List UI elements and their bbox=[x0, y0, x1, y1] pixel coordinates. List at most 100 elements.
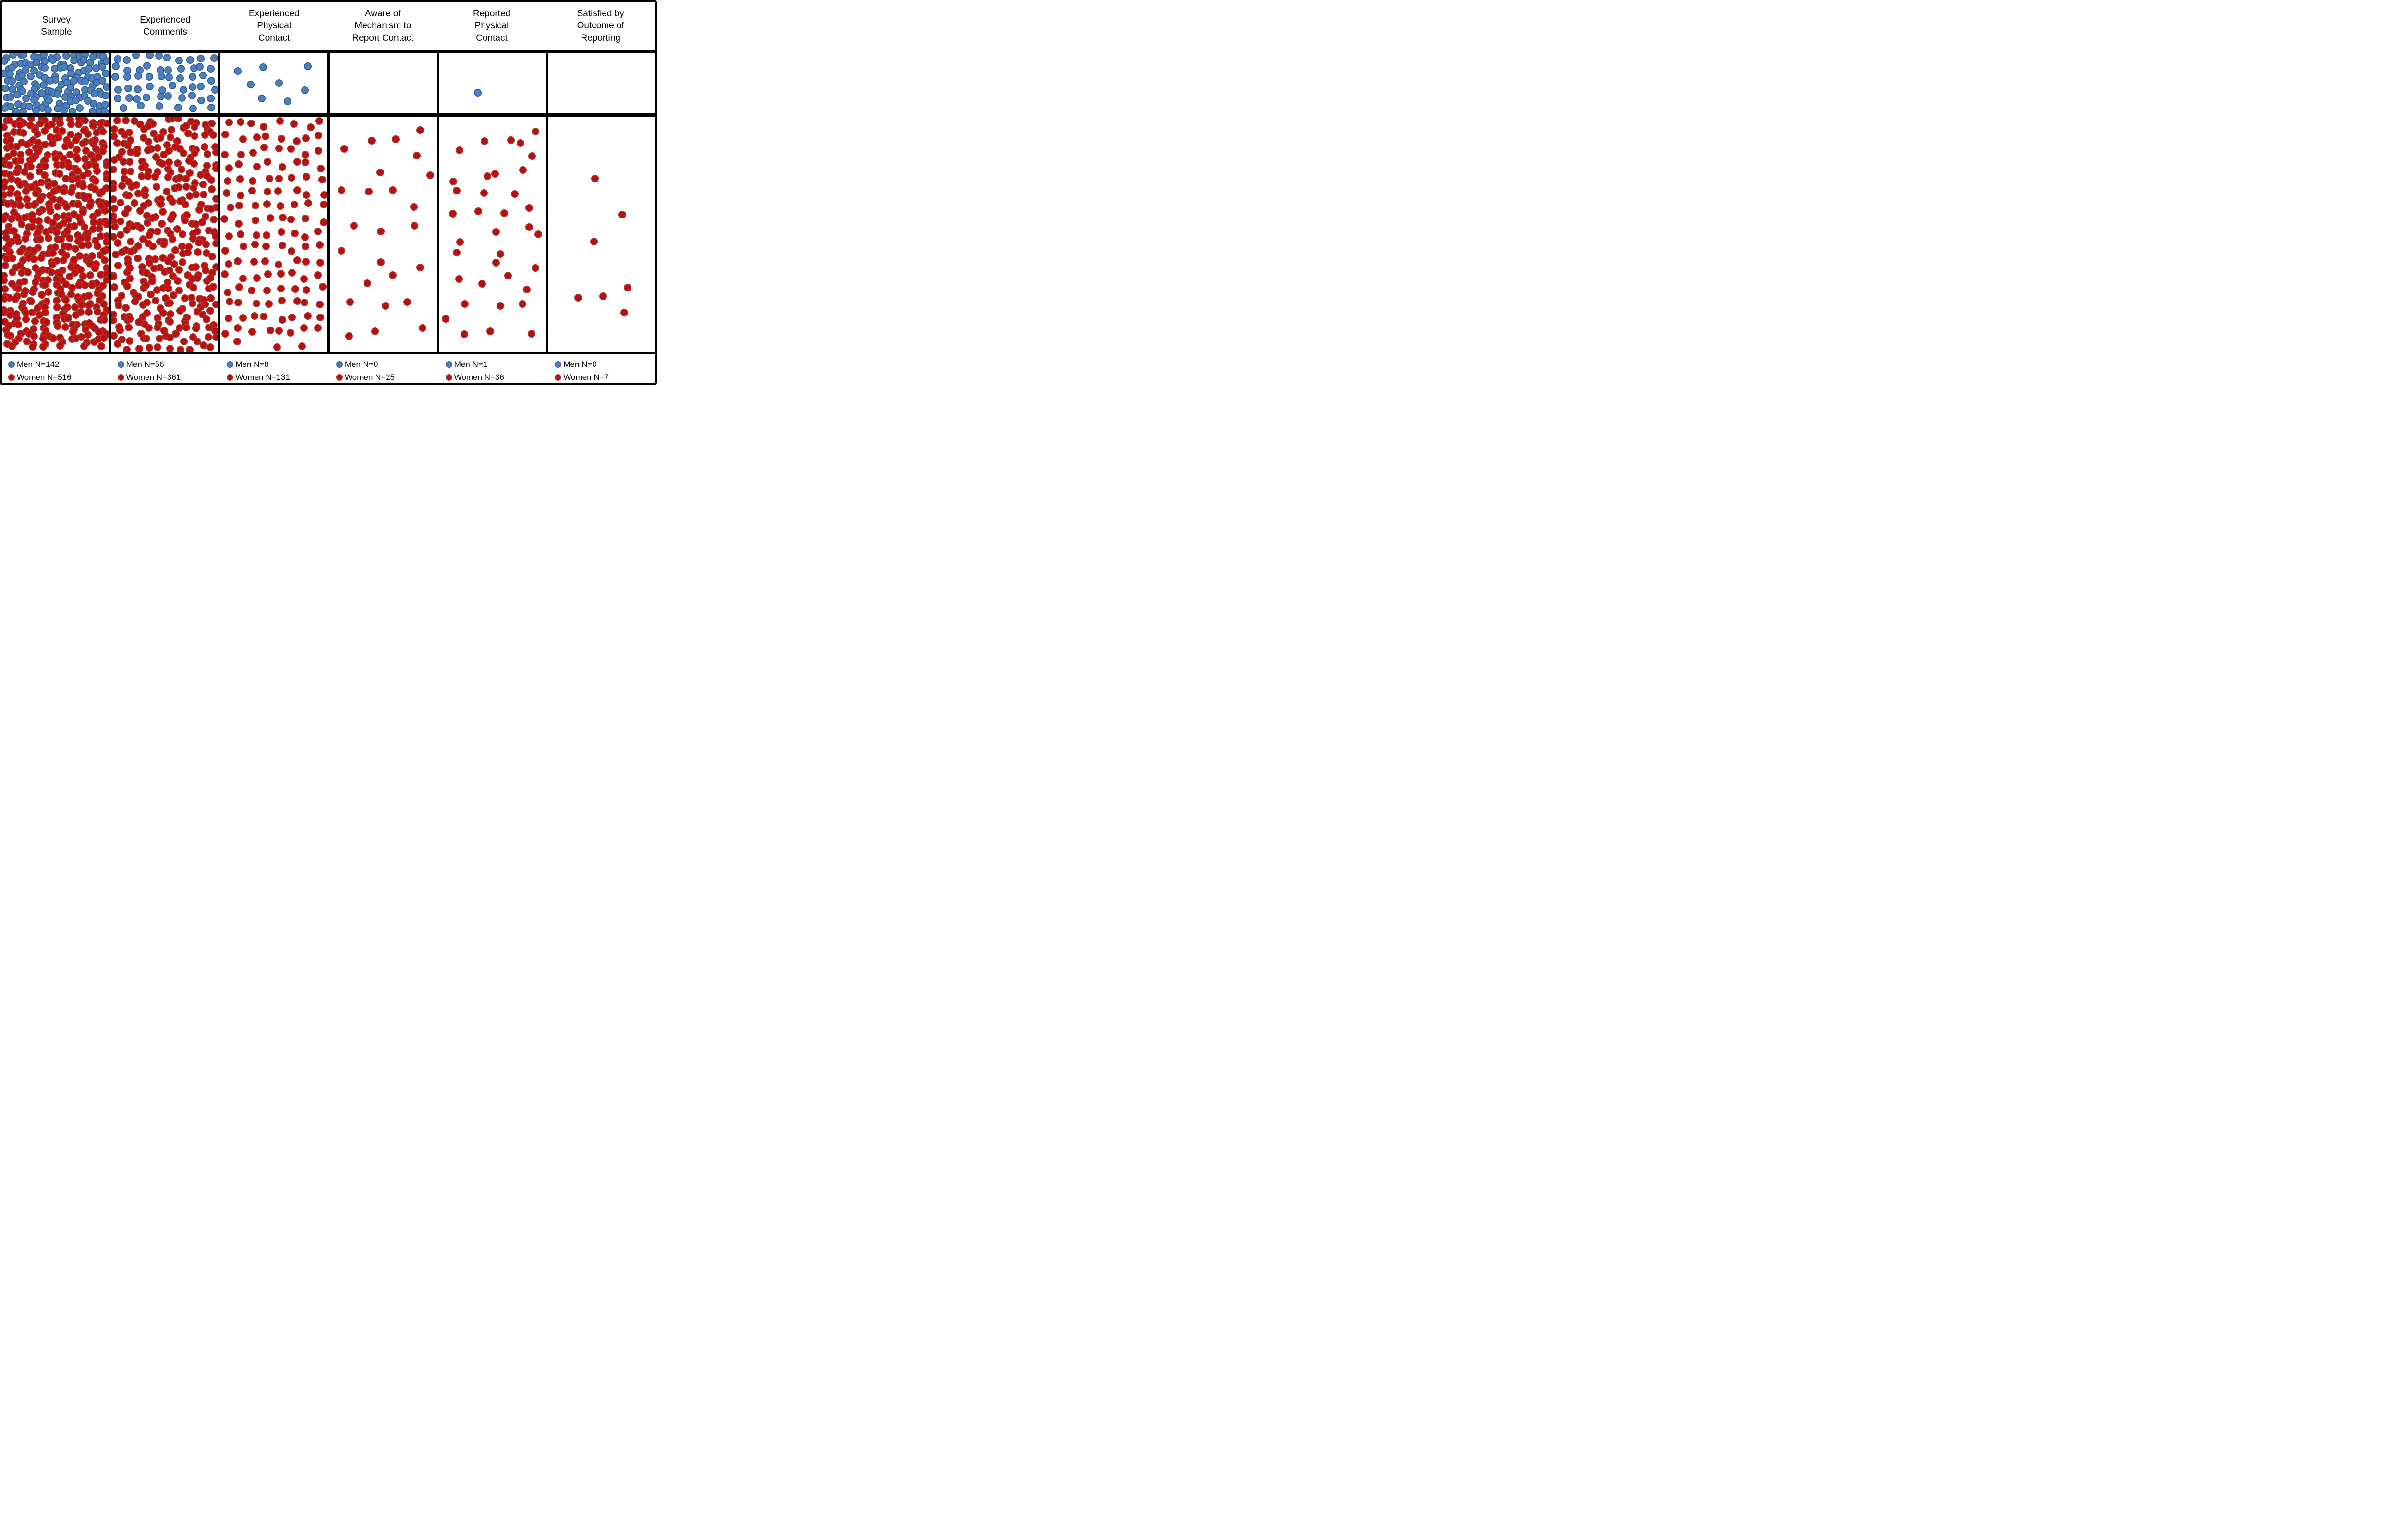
women-dot bbox=[247, 287, 255, 295]
men-dot bbox=[25, 103, 34, 111]
men-dot bbox=[157, 92, 165, 100]
women-dot bbox=[516, 139, 524, 147]
women-dot bbox=[199, 341, 207, 350]
women-dot bbox=[291, 285, 299, 293]
women-dot bbox=[113, 340, 121, 348]
women-dot bbox=[376, 258, 385, 266]
men-dot bbox=[114, 85, 122, 94]
women-dot bbox=[126, 274, 134, 282]
women-dot bbox=[179, 258, 187, 266]
women-dot bbox=[318, 176, 327, 184]
women-dot bbox=[262, 132, 270, 140]
women-dot bbox=[168, 117, 176, 122]
men-dot bbox=[246, 80, 255, 88]
women-dot bbox=[151, 255, 159, 263]
women-dot bbox=[317, 164, 325, 172]
women-dot bbox=[126, 158, 134, 166]
women-dot bbox=[24, 268, 32, 276]
men-legend-marker-icon bbox=[117, 361, 124, 368]
women-dot bbox=[165, 266, 173, 274]
men-dot bbox=[8, 77, 16, 85]
men-dot bbox=[102, 92, 109, 100]
women-dot bbox=[202, 241, 210, 249]
women-dot bbox=[7, 332, 15, 340]
women-dot bbox=[288, 268, 296, 277]
men-legend-marker-icon bbox=[227, 361, 234, 368]
women-dot bbox=[419, 324, 427, 332]
women-dot bbox=[293, 186, 301, 194]
women-dot bbox=[5, 161, 13, 169]
women-dot bbox=[319, 283, 327, 291]
women-dot bbox=[102, 170, 109, 179]
column-title-experienced-comments: Experienced Comments bbox=[140, 14, 191, 37]
column-experienced-comments bbox=[108, 53, 218, 352]
women-dot bbox=[136, 224, 145, 232]
women-dot bbox=[337, 246, 345, 255]
women-dot bbox=[136, 206, 145, 215]
men-dot bbox=[12, 108, 20, 113]
women-dot bbox=[382, 302, 390, 310]
women-dot bbox=[118, 248, 126, 256]
women-dot bbox=[36, 120, 44, 128]
women-dot bbox=[8, 342, 16, 351]
women-dot bbox=[60, 187, 68, 195]
women-dot bbox=[410, 221, 418, 230]
women-dot bbox=[145, 231, 153, 239]
men-dot bbox=[8, 63, 16, 72]
women-dot bbox=[275, 174, 283, 182]
men-dot bbox=[125, 94, 133, 102]
men-dot bbox=[53, 90, 61, 98]
women-dot bbox=[73, 155, 81, 163]
women-dot bbox=[300, 275, 308, 283]
men-dot bbox=[196, 55, 205, 63]
women-dot bbox=[14, 335, 23, 343]
women-dot bbox=[76, 266, 85, 274]
women-dot bbox=[36, 235, 45, 243]
women-dot bbox=[206, 274, 214, 282]
women-dot bbox=[206, 343, 214, 351]
men-dot bbox=[142, 94, 150, 102]
women-dot bbox=[235, 202, 243, 210]
women-dot bbox=[29, 217, 37, 225]
women-dot bbox=[504, 271, 512, 279]
women-dot bbox=[165, 147, 173, 155]
women-dot bbox=[287, 247, 295, 255]
women-dot bbox=[166, 333, 174, 341]
women-dot bbox=[49, 140, 57, 148]
men-legend-label: Men N=56 bbox=[126, 359, 164, 369]
women-legend-marker-icon bbox=[8, 374, 15, 381]
women-dot bbox=[90, 218, 98, 226]
women-dot bbox=[190, 160, 198, 168]
women-dot bbox=[113, 117, 121, 125]
men-dot bbox=[53, 104, 61, 112]
women-dot bbox=[78, 301, 86, 309]
men-panel-reported-physical-contact bbox=[439, 53, 546, 117]
women-dot bbox=[96, 225, 104, 233]
women-dot bbox=[167, 215, 175, 223]
women-dot bbox=[376, 227, 385, 235]
women-dot bbox=[403, 298, 411, 306]
women-dot bbox=[98, 188, 106, 196]
women-dot bbox=[77, 308, 85, 316]
men-legend-label: Men N=8 bbox=[235, 359, 269, 369]
women-dot bbox=[35, 268, 43, 277]
women-dot bbox=[101, 256, 109, 264]
women-dot bbox=[175, 287, 183, 295]
women-dot bbox=[222, 189, 230, 197]
women-dot bbox=[315, 117, 324, 125]
legend-item-men: Men N=142 bbox=[8, 358, 108, 371]
men-dot bbox=[134, 72, 142, 80]
women-dot bbox=[207, 119, 216, 127]
women-dot bbox=[135, 344, 144, 352]
women-dot bbox=[154, 324, 162, 332]
women-dot bbox=[127, 148, 134, 157]
women-dot bbox=[314, 146, 322, 155]
women-dot bbox=[134, 242, 143, 250]
women-dot bbox=[121, 304, 130, 312]
women-dot bbox=[69, 328, 77, 336]
men-dot bbox=[156, 66, 164, 74]
women-dot bbox=[248, 327, 256, 336]
women-dot bbox=[203, 315, 211, 324]
women-dot bbox=[34, 243, 42, 252]
women-dot bbox=[71, 303, 79, 312]
